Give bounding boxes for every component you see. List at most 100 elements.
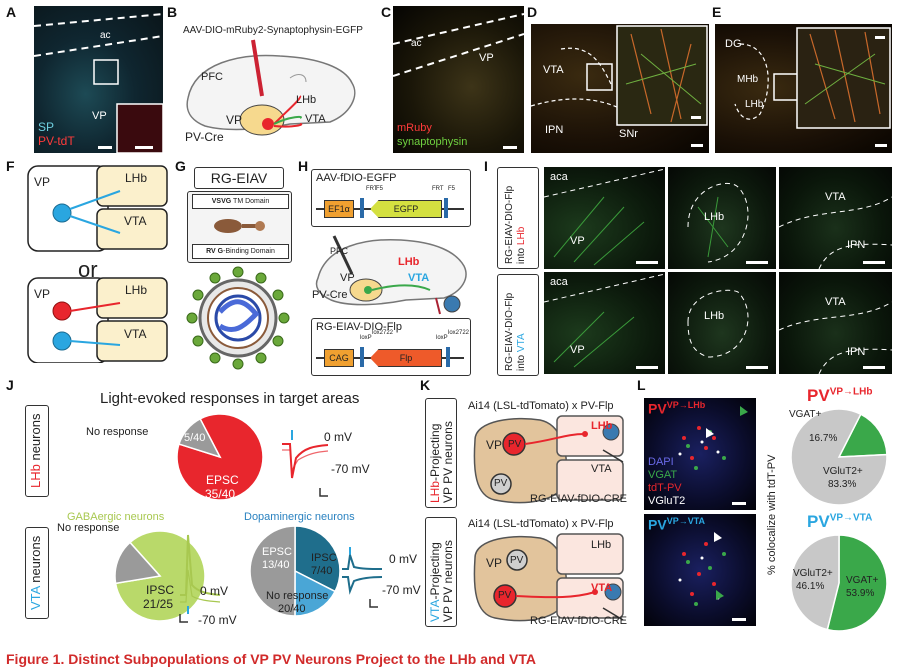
panel-label-i: I [484,158,488,174]
scale-bar [746,366,768,369]
panel-j-no-response-1: No response [86,426,149,438]
pie-l-vta [790,534,888,632]
panel-k-proj1-target: LHb [428,480,442,503]
figure-caption: Figure 1. Distinct Subpopulations of VP … [6,651,536,667]
panel-j-lhb-row-label: LHb neurons [28,414,43,488]
panel-i-row2-virus: RG-EIAV-DIO-Flp [504,292,515,371]
panel-h-construct2-name: RG-EIAV-DIO-Flp [316,321,402,333]
panel-k-row2-line2: VP PV neurons [441,540,455,622]
panel-l-title1: PVVP→LHb [807,386,872,406]
panel-k-vp2: VP [486,556,503,570]
panel-i-row1-target: LHb [516,226,527,246]
panel-g-title: RG-EIAV [194,167,284,189]
pie-slice-vgat- [837,413,888,458]
panel-l-micrograph-1: PVVP→LHb DAPI VGAT tdT-PV VGluT2 [644,398,756,510]
panel-i-row2-target: VTA [516,333,527,353]
panel-e-micrograph: MHb LHb DG [715,24,892,153]
panel-f-vp2: VP [34,287,51,301]
scale-bar [875,36,885,39]
panel-g-vsvg-domain: VSVG TM Domain [192,194,289,209]
panel-h-egfp: EGFP [370,200,442,218]
panel-i-overlay [544,168,665,266]
panel-h-construct-1: AAV-fDIO-EGFP FRT F5 FRT F5 EF1α EGFP [311,169,471,227]
panel-i-overlay [779,301,892,374]
scale-bar [98,146,112,149]
panel-h-lox2722a: lox2722 [372,330,394,336]
panel-g-virion-icon [186,266,290,370]
trace-lhb [282,430,329,497]
panel-l-pie1-vgat: VGAT+ [789,409,822,420]
pie-slice-vglut2- [790,534,840,631]
panel-k-pv2a: PV [510,555,524,566]
panel-i-vta1: VTA [825,191,846,203]
scale-bar [636,366,658,369]
panel-h-lhb: LHb [398,256,420,268]
panel-a-overlay [34,13,163,153]
panel-d-vta: VTA [543,64,564,76]
panel-k-proj1-rest: -Projecting [428,423,442,481]
panel-h-site [446,347,450,367]
panel-l-title2: PVVP→VTA [807,512,872,532]
panel-i-ipn1: IPN [847,239,866,251]
panel-h-site [360,347,364,367]
panel-d-snr: SNr [619,128,638,140]
panel-l-img2-title: PVVP→VTA [648,516,705,533]
panel-g-rvg-domain: RV G-Binding Domain [192,244,289,259]
panel-h-f5b: F5 [448,186,456,192]
panel-h-ef1a: EF1α [324,200,354,218]
panel-i-row1-label-box: RG-EIAV-DIO-Flp into LHb [497,167,539,269]
pie-slice-vgat- [826,534,888,632]
panel-j-da-title: Dopaminergic neurons [244,511,355,523]
pie-gaba [114,530,206,622]
panel-i-lhb1: LHb [704,211,725,223]
panel-k-virus2: RG-EIAV-fDIO-CRE [530,615,627,627]
panel-j-da-epsc: EPSC [262,546,292,558]
panel-f-diagram [27,165,168,363]
panel-l-overlay [678,406,748,470]
panel-j-mv70b: -70 mV [198,613,237,627]
panel-i-vp1: VP [570,235,585,247]
scale-bar [503,146,517,149]
panel-label-b: B [167,4,178,20]
panel-h-cag: CAG [324,349,354,367]
panel-j-da-ipsc-n: 7/40 [311,565,333,577]
panel-l-img1-title: PVVP→LHb [648,400,705,417]
panel-i-lhb2: LHb [704,310,725,322]
panel-i-r2-vp-micrograph: aca VP [544,272,665,374]
panel-f-vta1: VTA [124,214,147,228]
panel-j-title: Light-evoked responses in target areas [100,390,360,407]
panel-k-proj2-target: VTA [428,599,442,622]
panel-h-pfc: PFC [330,246,348,256]
pie-lhb [176,413,264,501]
panel-k-lhb2: LHb [591,539,612,551]
panel-b-brain-diagram [186,39,356,136]
panel-f-vta2: VTA [124,327,147,341]
pie-da [249,525,341,617]
scale-bar [863,366,885,369]
panel-h-vta: VTA [408,272,430,284]
panel-l-vgat: VGAT [648,469,678,481]
panel-j-vta-word: VTA [28,586,43,610]
panel-j-mv70a: -70 mV [331,462,370,476]
scale-bar [691,116,701,119]
panel-d-overlay [531,25,708,126]
panel-label-g: G [175,158,186,174]
scale-bar [732,502,746,505]
panel-j-gaba-ipsc-n: 21/25 [143,597,174,611]
panel-l-title1-sup: VP→LHb [829,386,873,398]
panel-label-h: H [298,158,309,174]
panel-j-da-ipsc: IPSC [311,552,337,564]
panel-f-lhb1: LHb [125,171,148,185]
panel-f-lhb2: LHb [125,283,148,297]
panel-h-brain-diagram [315,235,467,315]
panel-h-loxp1: loxP [360,335,372,341]
panel-j-da-nr: No response [266,590,329,602]
panel-e-mhb: MHb [737,74,759,85]
panel-b-vp: VP [226,113,243,127]
panel-label-f: F [6,158,15,174]
panel-d-ipn: IPN [545,124,564,136]
panel-k-pv2b: PV [498,590,512,601]
panel-h-loxp2: loxP [436,335,448,341]
panel-i-vp2: VP [570,344,585,356]
panel-i-r2-lhb-micrograph: LHb [668,272,776,374]
